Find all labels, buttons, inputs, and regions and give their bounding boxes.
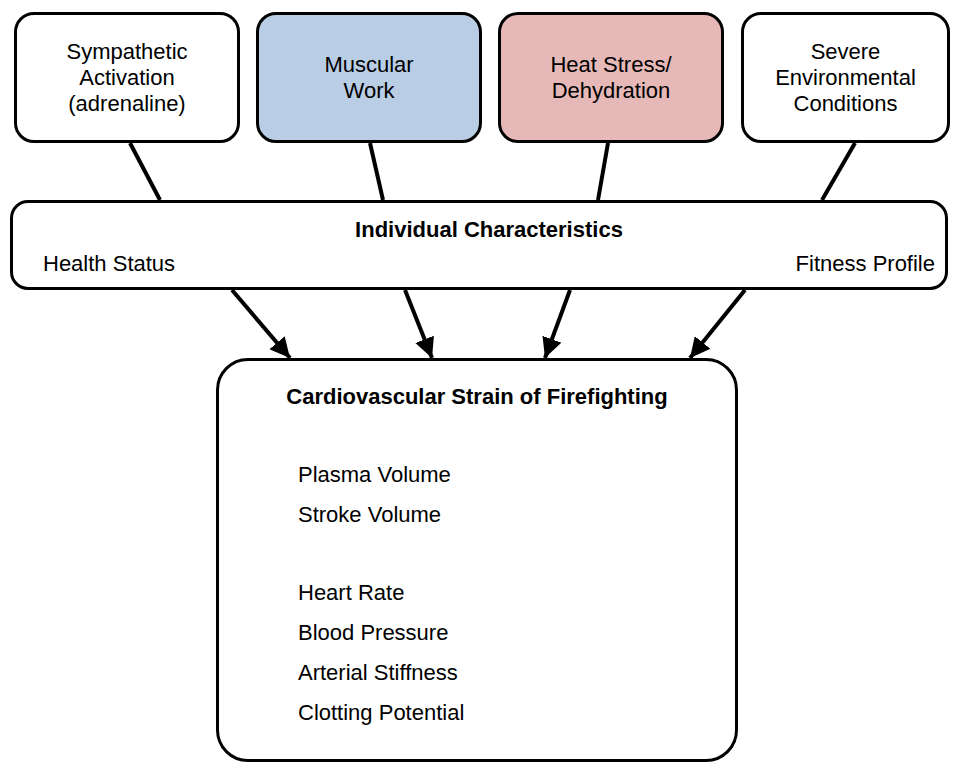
connector-line [370,143,383,200]
modifier-band: Individual CharacteristicsHealth StatusF… [10,200,948,290]
connector-arrow [232,290,290,358]
factor-box: Sympathetic Activation (adrenaline) [14,12,240,143]
factor-label: Sympathetic Activation (adrenaline) [42,39,212,117]
connector-arrow [545,290,570,358]
outcome-box: Cardiovascular Strain of FirefightingPla… [216,358,738,762]
effect-item: Arterial Stiffness [298,660,727,686]
factor-box: Muscular Work [256,12,482,143]
factor-box: Severe Environmental Conditions [741,12,950,143]
factor-label: Heat Stress/ Dehydration [526,52,696,104]
box-heading: Individual Characteristics [43,217,935,243]
connector-line [130,143,160,200]
effect-item: Blood Pressure [298,620,727,646]
effect-item: Heart Rate [298,580,727,606]
connector-arrow [405,290,432,358]
box-heading: Cardiovascular Strain of Firefighting [227,384,727,410]
factor-label: Muscular Work [309,52,429,104]
characteristic-label: Health Status [43,251,489,277]
effect-item: Plasma Volume [298,462,727,488]
effect-item: Stroke Volume [298,502,727,528]
connector-line [822,143,855,200]
factor-label: Severe Environmental Conditions [761,39,931,117]
effect-item: Clotting Potential [298,700,727,726]
connector-line [598,143,608,200]
connector-arrow [690,290,745,358]
factor-box: Heat Stress/ Dehydration [498,12,724,143]
characteristic-label: Fitness Profile [489,251,935,277]
